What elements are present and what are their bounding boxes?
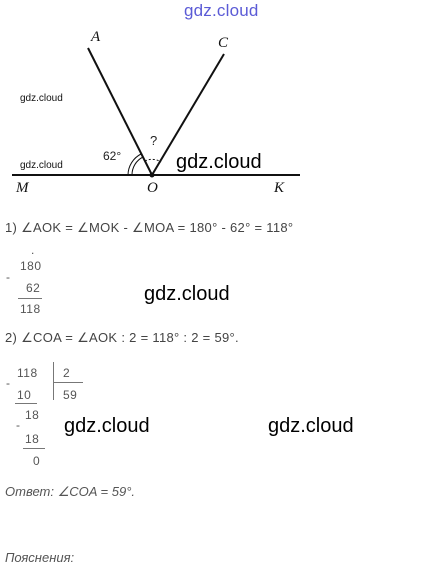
subtraction-minuend: 180: [20, 259, 42, 273]
vertex-o: [149, 172, 155, 178]
label-point-a: A: [91, 29, 101, 45]
division-bracket-horizontal: [53, 382, 83, 383]
subtraction-subtrahend: 62: [26, 281, 41, 295]
ray-oa: [87, 47, 153, 176]
label-point-k: K: [274, 180, 285, 196]
solution-step-1: 1) ∠AOK = ∠MOK - ∠MOA = 180° - 62° = 118…: [5, 220, 294, 235]
watermark-large: gdz.cloud: [144, 283, 230, 305]
ray-oc: [151, 53, 225, 176]
minus-sign: -: [6, 270, 11, 284]
watermark-large: gdz.cloud: [268, 415, 354, 437]
label-point-o: O: [147, 180, 158, 196]
division-remainder: 0: [33, 454, 41, 468]
division-row: 18: [25, 432, 40, 446]
angle-arc-unknown: [144, 158, 162, 163]
division-dividend: 118: [17, 366, 38, 380]
watermark-small: gdz.cloud: [20, 160, 63, 171]
angle-value-62: 62°: [103, 149, 122, 163]
watermark-top: gdz.cloud: [184, 1, 259, 20]
angle-arc-62-outer: [127, 153, 142, 176]
division-divisor: 2: [63, 366, 71, 380]
solution-step-2: 2) ∠COA = ∠AOK : 2 = 118° : 2 = 59°.: [5, 330, 239, 345]
division-quotient: 59: [63, 388, 78, 402]
minus-sign: -: [16, 418, 21, 432]
watermark-small: gdz.cloud: [20, 93, 63, 104]
watermark-large: gdz.cloud: [176, 151, 262, 173]
division-remainder: 18: [25, 408, 40, 422]
answer-line: Ответ: ∠COA = 59°.: [5, 484, 136, 499]
minus-sign: -: [6, 376, 11, 390]
division-rule: [15, 403, 37, 404]
division-row: 10: [17, 388, 32, 402]
borrow-dot: .: [31, 243, 35, 257]
division-rule: [23, 448, 45, 449]
explanation-heading: Пояснения:: [5, 550, 75, 565]
angle-arc-62-inner: [131, 156, 144, 176]
subtraction-rule: [18, 298, 42, 299]
watermark-large: gdz.cloud: [64, 415, 150, 437]
angle-unknown-mark: ?: [150, 133, 158, 148]
label-point-c: C: [218, 35, 229, 51]
division-bracket-vertical: [53, 362, 54, 400]
label-point-m: M: [16, 180, 29, 196]
subtraction-result: 118: [20, 302, 41, 316]
